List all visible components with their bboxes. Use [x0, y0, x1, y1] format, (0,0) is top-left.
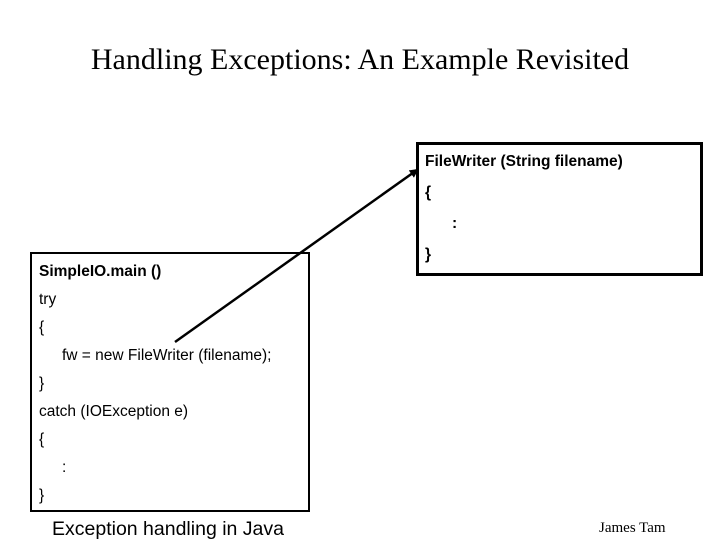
code-line-try: try	[39, 291, 57, 308]
code-line-open-brace: {	[39, 319, 45, 336]
code-line-filewriter-signature: FileWriter (String filename)	[425, 153, 623, 170]
code-line-close-brace: }	[39, 487, 45, 504]
code-line-catch: catch (IOException e)	[39, 403, 189, 420]
code-line-filewriter-call: fw = new FileWriter (filename);	[62, 347, 272, 364]
code-line-close-brace: }	[425, 246, 432, 263]
footer-course-title: Exception handling in Java	[52, 518, 284, 540]
code-line-open-brace: {	[425, 184, 432, 201]
footer-author: James Tam	[599, 520, 666, 536]
code-line-open-brace: {	[39, 431, 45, 448]
simpleio-main-box: SimpleIO.main () try { fw = new FileWrit…	[30, 252, 310, 512]
filewriter-method-box: FileWriter (String filename) { : }	[416, 142, 703, 276]
code-line-ellipsis: :	[62, 459, 67, 476]
code-line-close-brace: }	[39, 375, 45, 392]
code-line-ellipsis: :	[452, 215, 458, 232]
code-line-main-signature: SimpleIO.main ()	[39, 263, 162, 280]
slide-title: Handling Exceptions: An Example Revisite…	[90, 43, 630, 76]
